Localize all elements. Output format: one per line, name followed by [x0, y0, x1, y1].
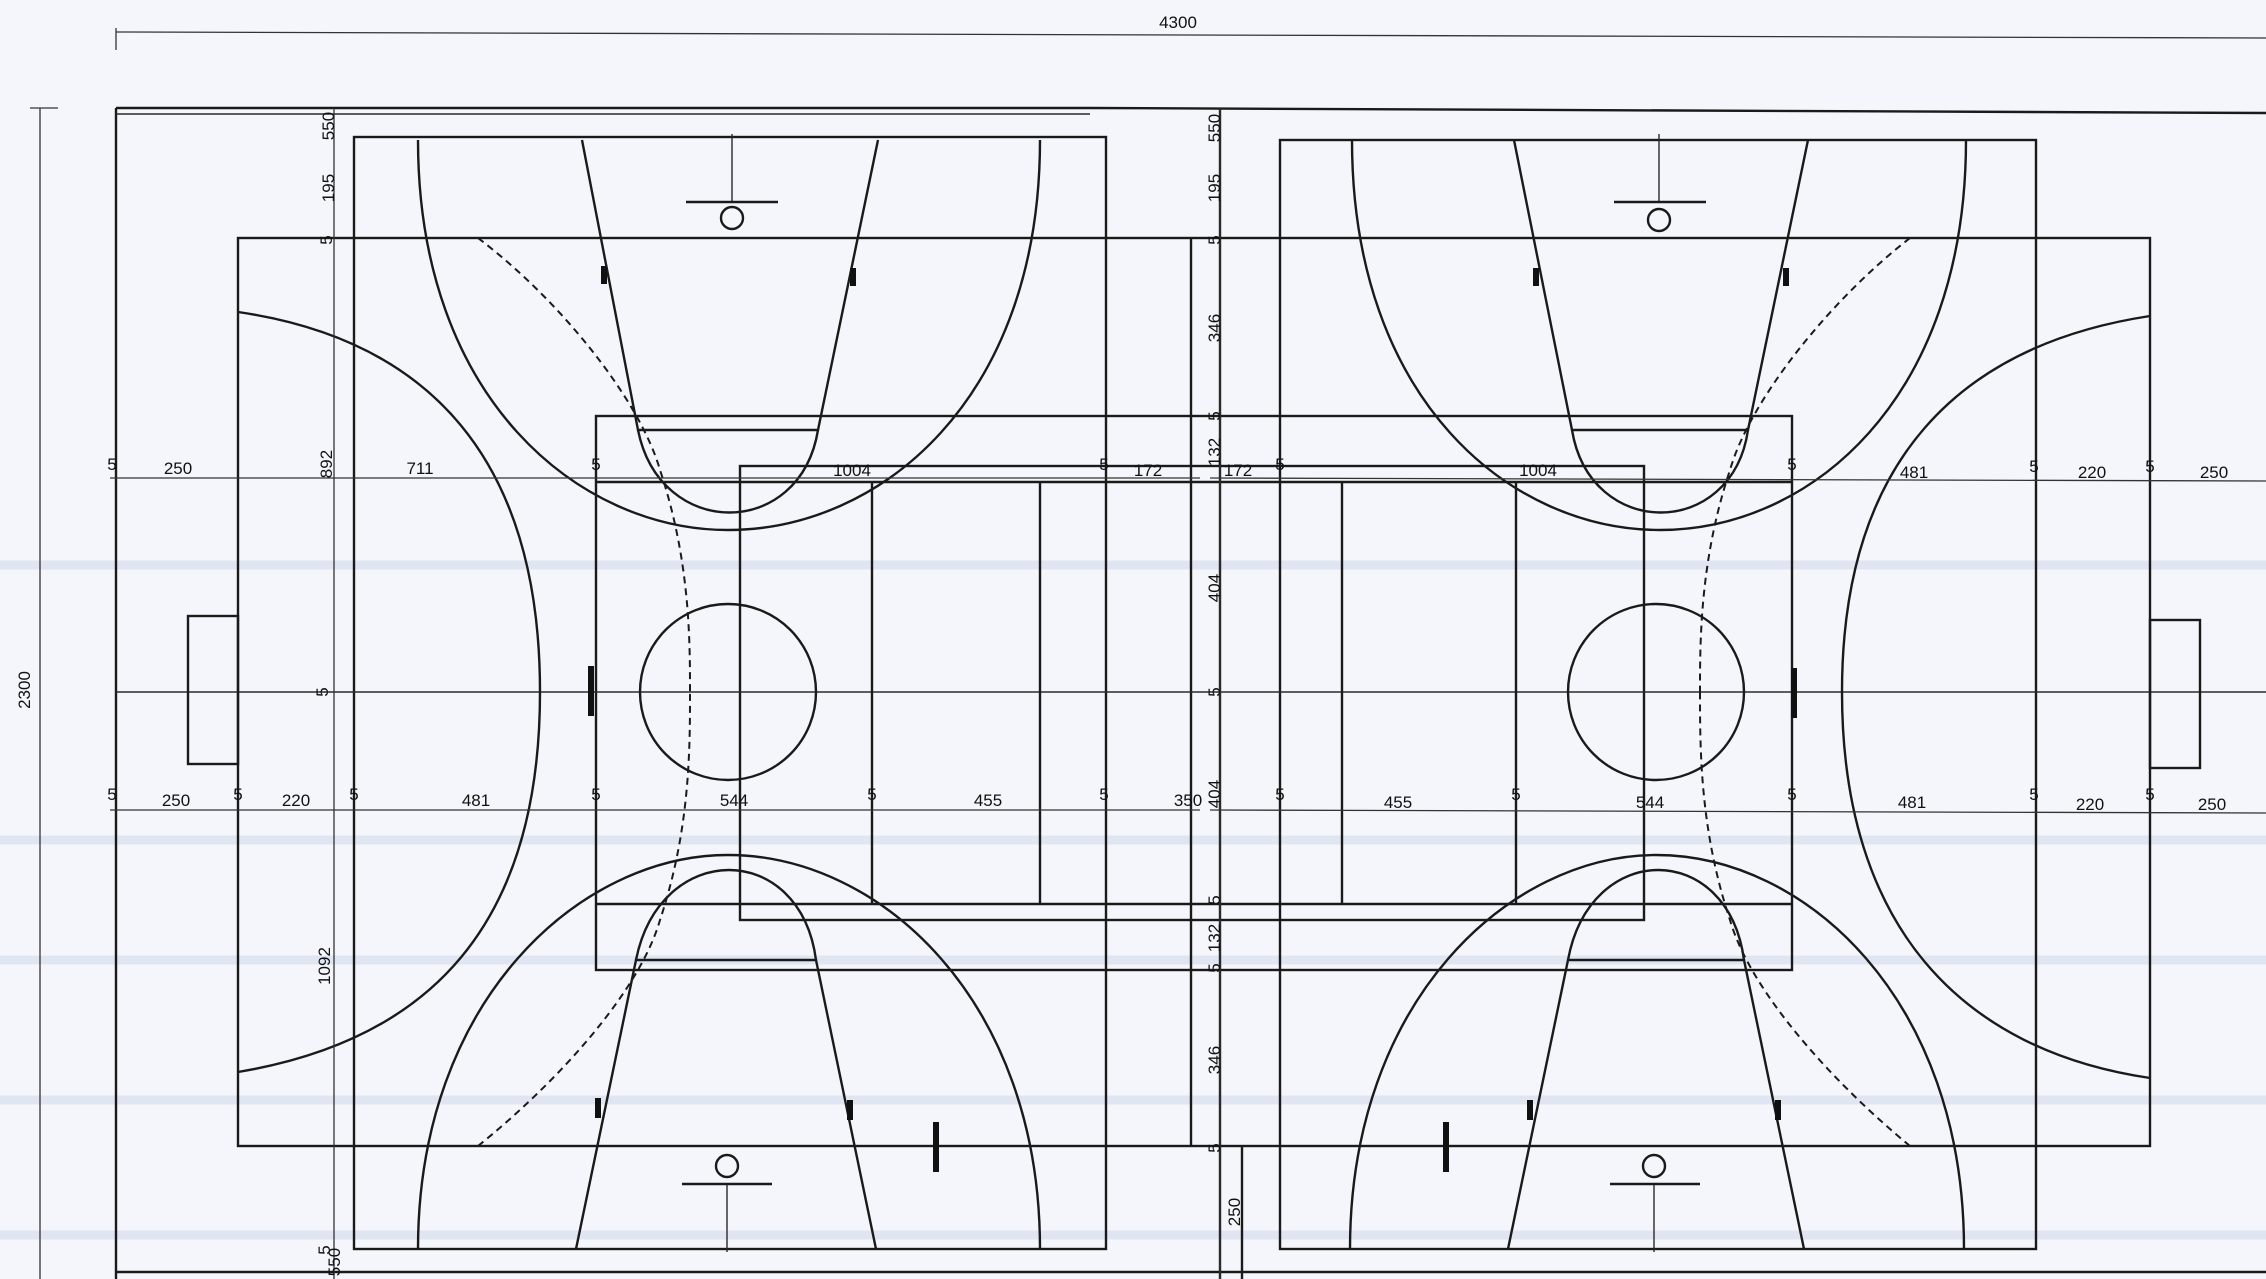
- dim-label: 250: [2198, 795, 2226, 814]
- dim-label: 544: [720, 791, 748, 810]
- dim-label: 350: [1174, 791, 1202, 810]
- overall-dimensions: [30, 28, 2266, 1279]
- centre-circles: [588, 602, 1797, 782]
- dim-column-centre: 550 195 346 132 404 404 132 346 250: [1205, 114, 1244, 1226]
- dim-label: 5: [233, 785, 242, 804]
- dim-label: 250: [2200, 463, 2228, 482]
- dim-label: 5: [315, 1245, 334, 1254]
- scan-background: [0, 560, 2266, 1240]
- dim-label: 5: [2145, 785, 2154, 804]
- dim-label: 132: [1205, 924, 1224, 952]
- dim-column-left: 195 892 1092 5 550 550: [315, 112, 344, 1276]
- dim-label: 5: [1787, 455, 1796, 474]
- dim-label: 5: [1205, 895, 1224, 904]
- dim-label: 544: [1636, 793, 1664, 812]
- handball-zones: [237, 310, 2151, 1080]
- dim-label: 5: [1099, 785, 1108, 804]
- basketball-bottom-right: [1348, 691, 1966, 1252]
- dim-label: 5: [2145, 457, 2154, 476]
- dim-label: 404: [1205, 574, 1224, 602]
- dim-label: 550: [325, 1248, 344, 1276]
- dim-label: 5: [2029, 785, 2038, 804]
- dim-label: 5: [313, 687, 332, 696]
- total-width-label: 4300: [1159, 13, 1197, 32]
- dim-label: 5: [349, 785, 358, 804]
- dim-label: 481: [462, 791, 490, 810]
- dim-label: 346: [1205, 1046, 1224, 1074]
- dim-label: 250: [162, 791, 190, 810]
- tick-fives: 5 5 5 5 5 5 5 5 5 5 5 5 5 5 5 5 5 5 5 5 …: [107, 235, 2154, 1152]
- dim-label: 5: [1275, 785, 1284, 804]
- dim-label: 5: [867, 785, 876, 804]
- basketball-top-right: [1350, 134, 1968, 693]
- dim-row-bottom-left: 250 220 481 544 455 350: [162, 791, 1202, 810]
- dim-label: 172: [1134, 461, 1162, 480]
- dimension-rows: [110, 108, 2266, 1279]
- dim-label: 892: [317, 450, 336, 478]
- dim-label: 195: [1205, 174, 1224, 202]
- dim-label: 5: [1099, 455, 1108, 474]
- dim-label: 5: [2029, 457, 2038, 476]
- dim-label: 5: [107, 785, 116, 804]
- total-height-label: 2300: [15, 671, 34, 709]
- dim-label: 404: [1205, 780, 1224, 808]
- dim-row-top-left: 250 711 1004 172: [164, 459, 1162, 480]
- dim-label: 132: [1205, 438, 1224, 466]
- dim-label: 5: [1787, 785, 1796, 804]
- dim-label: 220: [282, 791, 310, 810]
- dim-label: 5: [1205, 411, 1224, 420]
- dim-row-top-right: 172 1004 481 220 250: [1224, 461, 2228, 482]
- dim-label: 455: [1384, 793, 1412, 812]
- dim-label: 1092: [315, 947, 334, 985]
- dim-row-bottom-right: 455 544 481 220 250: [1384, 793, 2226, 814]
- dim-label: 481: [1900, 463, 1928, 482]
- dim-label: 5: [107, 455, 116, 474]
- dim-label: 5: [317, 235, 336, 244]
- dim-label: 550: [319, 112, 338, 140]
- dim-label: 5: [591, 455, 600, 474]
- basketball-top-left: [416, 134, 1042, 693]
- dim-label: 5: [1205, 1143, 1224, 1152]
- dim-label: 1004: [1519, 461, 1557, 480]
- dim-label: 250: [1225, 1198, 1244, 1226]
- dim-label: 220: [2076, 795, 2104, 814]
- dim-label: 5: [1205, 687, 1224, 696]
- dim-label: 220: [2078, 463, 2106, 482]
- dim-label: 711: [406, 459, 433, 478]
- dim-label: 550: [1205, 114, 1224, 142]
- dim-label: 1004: [833, 461, 871, 480]
- dim-label: 346: [1205, 314, 1224, 342]
- dim-label: 5: [591, 785, 600, 804]
- dim-label: 5: [1205, 963, 1224, 972]
- dim-label: 5: [1205, 235, 1224, 244]
- dim-label: 195: [319, 174, 338, 202]
- dim-label: 455: [974, 791, 1002, 810]
- dim-label: 172: [1224, 461, 1252, 480]
- basketball-bottom-left: [416, 691, 1042, 1252]
- dim-label: 5: [1511, 785, 1520, 804]
- dim-label: 481: [1898, 793, 1926, 812]
- dim-label: 5: [1275, 455, 1284, 474]
- dim-label: 250: [164, 459, 192, 478]
